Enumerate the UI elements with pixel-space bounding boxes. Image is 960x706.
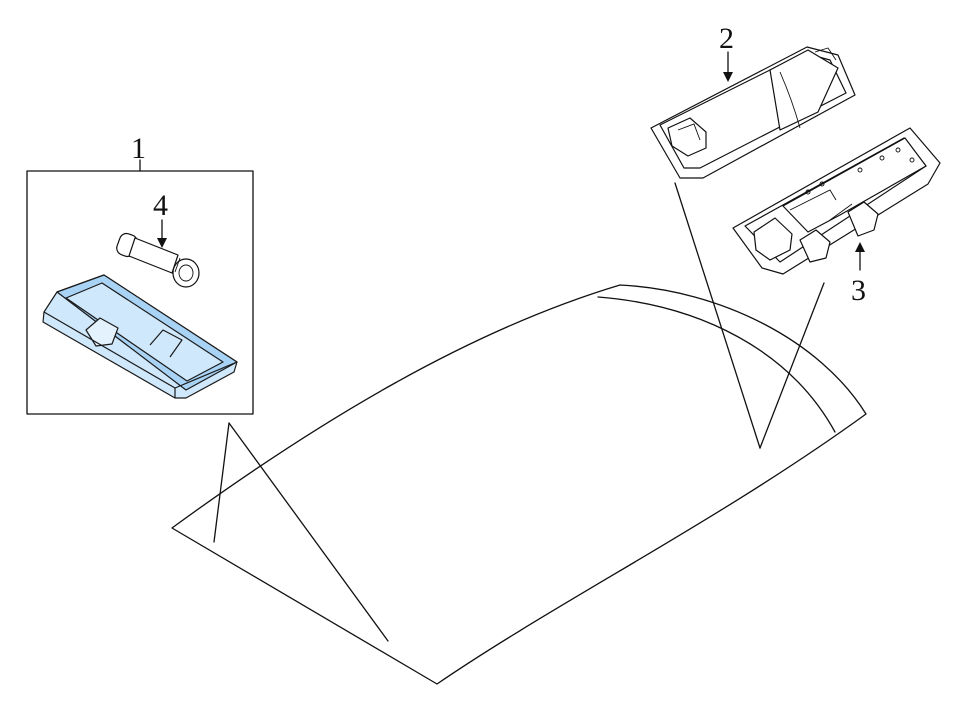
- callout-2: 2: [719, 22, 734, 55]
- bulb-part-4: [116, 232, 200, 288]
- roof-outline: [171, 284, 867, 685]
- overhead-console-part-2: [650, 46, 856, 179]
- callout-4: 4: [153, 189, 168, 222]
- callout-1: 1: [131, 132, 146, 165]
- console-switch-panel-part-3: [732, 127, 941, 275]
- callout-arrows: [157, 51, 865, 271]
- leader-lines: [213, 182, 825, 642]
- dome-lamp-housing-part-1: [42, 274, 238, 399]
- callout-3: 3: [851, 274, 866, 307]
